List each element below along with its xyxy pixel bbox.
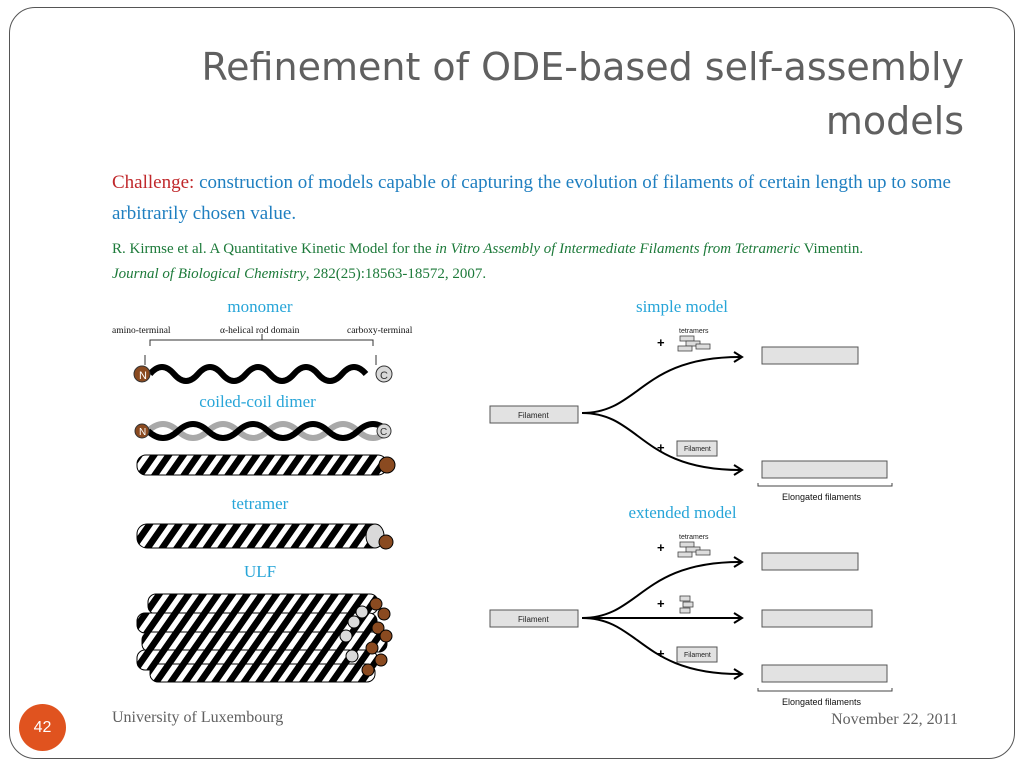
reference-citation: R. Kirmse et al. A Quantitative Kinetic … xyxy=(112,237,972,287)
extended-small-filament-label: Filament xyxy=(684,652,711,659)
reference-title-end: Vimentin. xyxy=(803,241,864,257)
simple-tetramers-label: tetramers xyxy=(679,328,709,335)
carboxy-terminal-label: carboxy-terminal xyxy=(347,326,413,336)
simple-plus-1: + xyxy=(657,335,665,350)
extended-model-diagram: Filament + tetramers + + Filament Elonga… xyxy=(489,534,893,707)
footer-institution: University of Luxembourg xyxy=(112,709,284,726)
monomer-diagram: N C xyxy=(133,334,393,384)
slide-title: Refinement of ODE-based self-assembly mo… xyxy=(201,45,964,143)
extended-elongated-label: Elongated filaments xyxy=(782,697,862,707)
challenge-text: construction of models capable of captur… xyxy=(112,172,951,224)
challenge-paragraph: Challenge: construction of models capabl… xyxy=(112,167,972,229)
monomer-n-label: N xyxy=(139,370,147,382)
extended-filament-label: Filament xyxy=(518,615,549,624)
coiled-coil-dimer-caption: coiled-coil dimer xyxy=(199,392,316,411)
amino-terminal-label: amino-terminal xyxy=(112,326,171,336)
simple-model-diagram: Filament + tetramers + Filament Elongate… xyxy=(489,328,893,502)
challenge-label: Challenge: xyxy=(112,172,195,193)
slide-frame xyxy=(9,7,1015,759)
reference-authors: R. Kirmse et al. A Quantitative Kinetic … xyxy=(112,241,432,257)
simple-small-filament-label: Filament xyxy=(684,446,711,453)
dimer-diagram: N C xyxy=(134,421,396,476)
simple-filament-label: Filament xyxy=(518,411,549,420)
ulf-diagram xyxy=(136,593,393,683)
ulf-caption: ULF xyxy=(243,562,277,581)
page-number-badge: 42 xyxy=(19,704,66,751)
dimer-c-label: C xyxy=(380,427,387,438)
extended-plus-2: + xyxy=(657,596,665,611)
simple-elongated-label: Elongated filaments xyxy=(782,492,862,502)
extended-model-caption: extended model xyxy=(628,503,737,522)
extended-plus-3: + xyxy=(657,646,665,661)
tetramer-diagram xyxy=(136,523,394,550)
footer-date: November 22, 2011 xyxy=(831,711,958,728)
reference-journal: Journal of Biological Chemistry xyxy=(112,266,306,282)
simple-plus-2: + xyxy=(657,440,665,455)
dimer-n-label: N xyxy=(139,427,146,438)
extended-plus-1: + xyxy=(657,540,665,555)
simple-model-caption: simple model xyxy=(635,297,729,316)
reference-title-italic: in Vitro Assembly of Intermediate Filame… xyxy=(435,241,801,257)
extended-tetramers-label: tetramers xyxy=(679,534,709,541)
monomer-c-label: C xyxy=(380,370,388,382)
tetramer-caption: tetramer xyxy=(231,494,289,513)
helical-domain-label: α-helical rod domain xyxy=(220,326,300,336)
monomer-caption: monomer xyxy=(227,297,293,316)
reference-details: , 282(25):18563-18572, 2007. xyxy=(305,266,487,282)
